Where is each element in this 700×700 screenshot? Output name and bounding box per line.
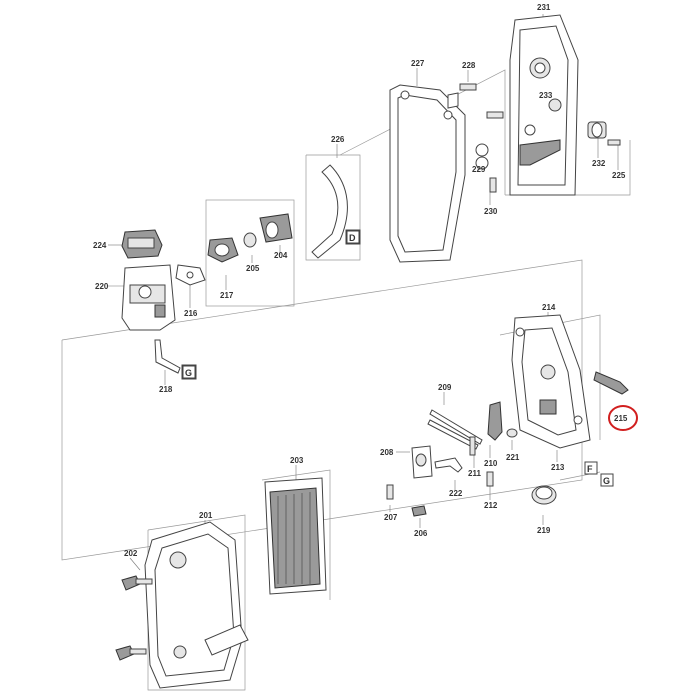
label-225: 225: [612, 171, 626, 180]
lower-big-frame: [61, 259, 583, 561]
label-210: 210: [484, 459, 498, 468]
part-209-rod: [427, 409, 483, 450]
part-208-fitting: [411, 445, 433, 479]
label-228: 228: [462, 61, 476, 70]
label-213: 213: [551, 463, 565, 472]
tag-d: D: [349, 233, 356, 243]
part-212-screw: [486, 471, 494, 487]
fuel-line-frame: [305, 154, 361, 261]
part-206-clip: [411, 505, 427, 517]
part-214-bracket: [511, 314, 591, 449]
filter-frame: [261, 469, 331, 600]
label-227: 227: [411, 59, 425, 68]
part-221-washer: [506, 428, 518, 438]
label-233: 233: [539, 91, 553, 100]
part-224-cover: [121, 229, 163, 259]
label-203: 203: [290, 456, 304, 465]
part-219-knob: [531, 485, 557, 505]
part-number-labels: 231 227 228 226 224 225 204 205 217 216 …: [93, 3, 628, 558]
label-208: 208: [380, 448, 394, 457]
label-214: 214: [542, 303, 556, 312]
label-212: 212: [484, 501, 498, 510]
part-204-joint: [259, 213, 293, 243]
part-215-bolt: [593, 371, 629, 395]
part-217-clamp: [207, 237, 239, 263]
label-207: 207: [384, 513, 398, 522]
label-217: 217: [220, 291, 234, 300]
part-232-bushing: [587, 121, 607, 139]
housing-frame: [147, 514, 246, 691]
part-210-lever: [487, 401, 503, 441]
label-230: 230: [484, 207, 498, 216]
label-221: 221: [506, 453, 520, 462]
label-202: 202: [124, 549, 138, 558]
screws-upper: [447, 83, 621, 193]
part-202-screw: [121, 575, 153, 591]
label-211: 211: [468, 469, 481, 478]
part-205-ring: [243, 232, 257, 248]
part-231-plate: [509, 14, 579, 196]
part-203-air-filter: [264, 477, 327, 595]
label-231: 231: [537, 3, 551, 12]
label-219: 219: [537, 526, 551, 535]
label-218: 218: [159, 385, 173, 394]
tag-f: F: [587, 464, 593, 474]
tag-g-left: G: [185, 368, 192, 378]
label-201: 201: [199, 511, 213, 520]
letter-tags: D G F G: [182, 230, 614, 487]
part-216-gasket: [175, 264, 206, 286]
label-226: 226: [331, 135, 345, 144]
label-206: 206: [414, 529, 428, 538]
part-227-gasket: [389, 84, 466, 263]
label-224: 224: [93, 241, 107, 250]
label-209: 209: [438, 383, 452, 392]
highlight-circle-215: [608, 405, 638, 431]
part-226-fuel-line: [311, 164, 361, 259]
part-220-carburetor: [121, 264, 176, 331]
part-211-pin: [469, 436, 476, 456]
label-216: 216: [184, 309, 198, 318]
label-222: 222: [449, 489, 463, 498]
part-202-screw-lower: [115, 645, 147, 661]
label-229: 229: [472, 165, 486, 174]
tag-g-right: G: [603, 476, 610, 486]
label-205: 205: [246, 264, 260, 273]
part-201-housing: [144, 521, 249, 689]
carb-parts-box: [205, 199, 295, 307]
label-215: 215: [614, 414, 628, 423]
part-207-screw: [386, 484, 394, 500]
part-222-hose: [434, 457, 463, 473]
label-204: 204: [274, 251, 288, 260]
label-220: 220: [95, 282, 109, 291]
label-232: 232: [592, 159, 606, 168]
